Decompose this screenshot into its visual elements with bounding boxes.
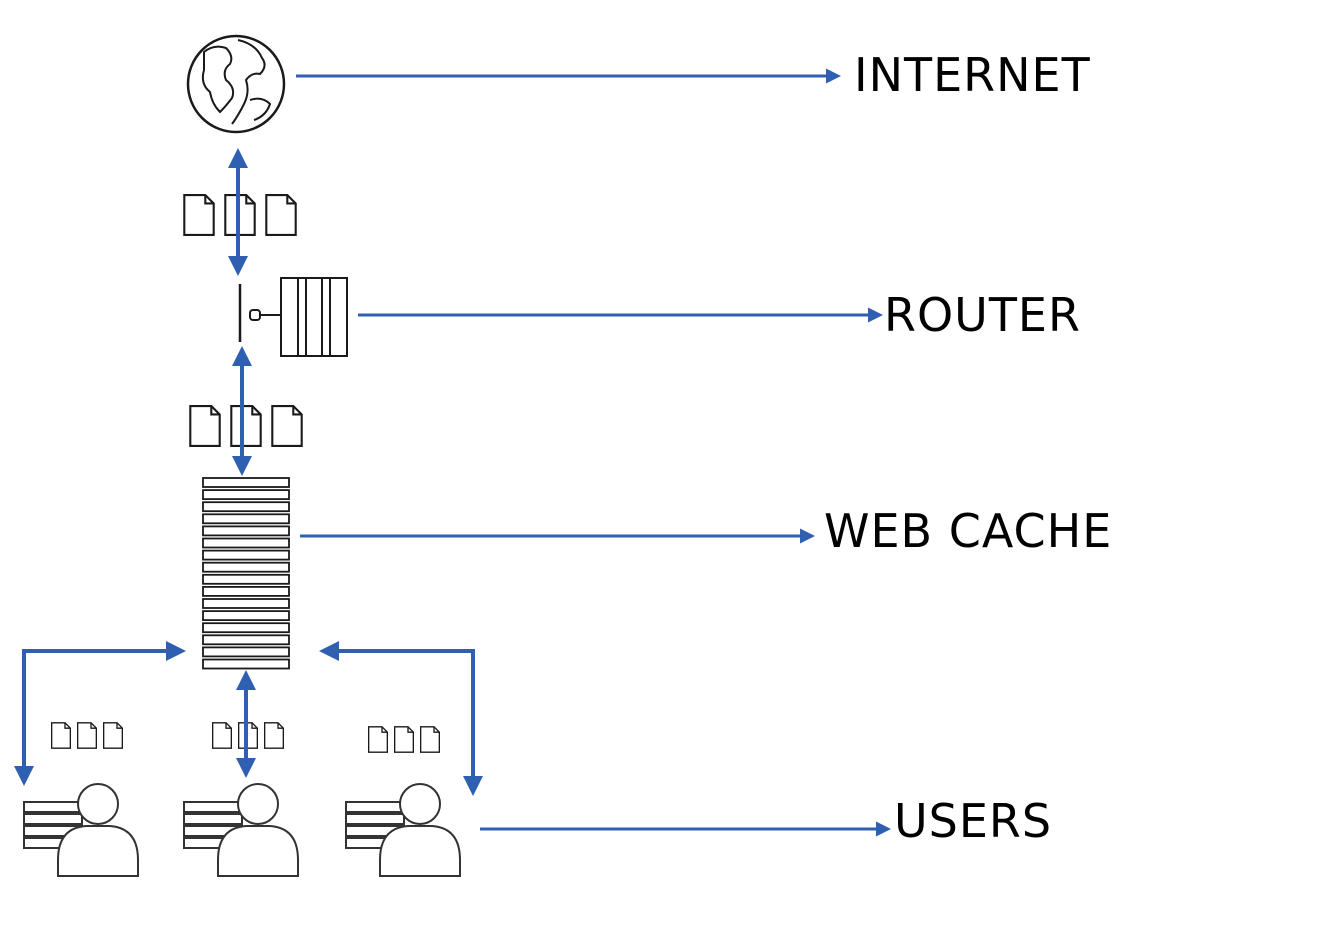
document-icon xyxy=(189,405,221,447)
globe-icon xyxy=(186,34,286,134)
documents-user-left xyxy=(51,722,123,749)
document-icon xyxy=(77,722,97,749)
server-slab xyxy=(202,549,290,561)
server-slab xyxy=(202,561,290,573)
arrow-cache-user-left xyxy=(14,641,186,786)
user-icon-left xyxy=(23,783,139,877)
server-slab xyxy=(202,646,290,658)
document-icon xyxy=(103,722,123,749)
document-icon xyxy=(212,722,232,749)
server-slab xyxy=(202,489,290,501)
server-slab xyxy=(202,610,290,621)
arrow-cache-user-right xyxy=(319,641,483,796)
document-icon xyxy=(420,726,440,753)
label-users: USERS xyxy=(894,794,1053,848)
server-slab xyxy=(202,501,290,513)
server-slab xyxy=(202,477,290,488)
server-slab xyxy=(202,513,290,525)
document-icon xyxy=(265,194,297,236)
user-icon-center xyxy=(183,783,299,877)
document-icon xyxy=(51,722,71,749)
label-internet: INTERNET xyxy=(854,48,1091,102)
document-icon xyxy=(264,722,284,749)
server-slab xyxy=(202,658,290,670)
server-slab xyxy=(202,525,290,537)
document-icon xyxy=(394,726,414,753)
server-stack-icon xyxy=(202,477,290,670)
server-slab xyxy=(202,634,290,646)
documents-router-cache xyxy=(189,405,303,447)
document-icon xyxy=(230,405,262,447)
document-icon xyxy=(271,405,303,447)
documents-user-right xyxy=(368,726,440,753)
document-icon xyxy=(368,726,388,753)
router-icon xyxy=(238,277,348,357)
server-slab xyxy=(202,586,290,597)
user-icon-right xyxy=(345,783,461,877)
server-slab xyxy=(202,537,290,549)
document-icon xyxy=(183,194,215,236)
label-router: ROUTER xyxy=(884,288,1081,342)
server-slab xyxy=(202,573,290,585)
server-slab xyxy=(202,598,290,609)
label-web-cache: WEB CACHE xyxy=(824,504,1113,558)
server-slab xyxy=(202,622,290,634)
